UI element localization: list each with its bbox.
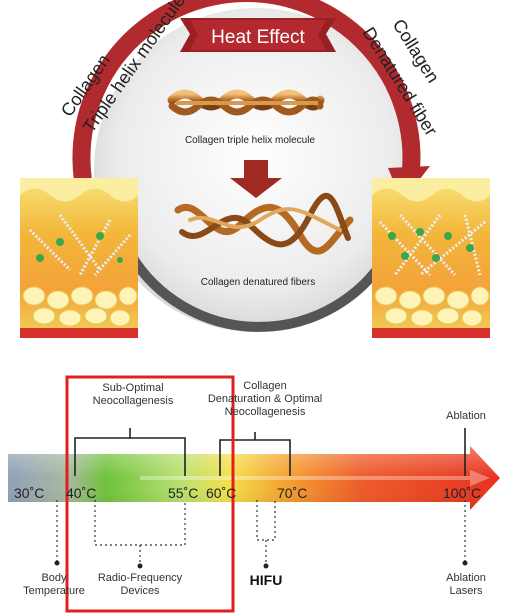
temp-100: 100˚C bbox=[443, 485, 482, 501]
skin-before-illustration bbox=[20, 178, 138, 338]
label-optimal: Collagen Denaturation & Optimal Neocolla… bbox=[207, 380, 323, 418]
label-body-temperature: Body Temperature bbox=[23, 572, 85, 597]
label-rf-devices: Radio-Frequency Devices bbox=[97, 572, 183, 597]
temp-60: 60˚C bbox=[206, 485, 237, 501]
highlight-box bbox=[65, 375, 235, 613]
collagen-denatured-illustration bbox=[174, 192, 354, 255]
label-hifu: HIFU bbox=[249, 572, 283, 588]
label-ablation-lasers: Ablation Lasers bbox=[446, 572, 486, 597]
temp-70: 70˚C bbox=[277, 485, 308, 501]
caption-denatured: Collagen denatured fibers bbox=[200, 277, 316, 288]
temp-40: 40˚C bbox=[66, 485, 97, 501]
transform-arrow bbox=[230, 160, 282, 198]
skin-after-illustration bbox=[372, 178, 490, 338]
heat-effect-diagram: Heat Effect Collagen Triple helix molecu… bbox=[20, 0, 490, 338]
heat-effect-label: Heat Effect bbox=[211, 27, 305, 48]
label-suboptimal: Sub-Optimal Neocollagenesis bbox=[92, 382, 174, 407]
temp-55: 55˚C bbox=[168, 485, 199, 501]
temperature-scale bbox=[8, 375, 500, 613]
lower-ring bbox=[123, 247, 395, 332]
heat-arc bbox=[72, 0, 421, 234]
label-ablation: Ablation bbox=[446, 410, 486, 422]
temp-30: 30˚C bbox=[14, 485, 45, 501]
caption-helix: Collagen triple helix molecule bbox=[184, 135, 316, 146]
collagen-helix-illustration bbox=[167, 89, 325, 116]
